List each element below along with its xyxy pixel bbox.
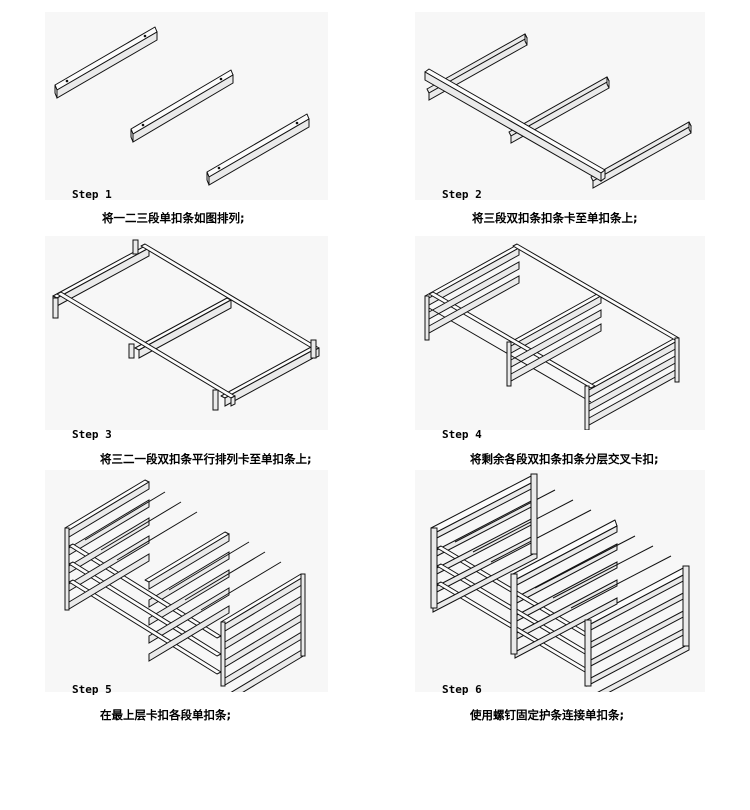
step-6-label: Step 6 <box>442 683 482 696</box>
step-5-caption: 在最上层卡扣各段单扣条; <box>100 708 232 722</box>
step-4-label: Step 4 <box>442 428 482 441</box>
step-5-label: Step 5 <box>72 683 112 696</box>
step-2-caption: 将三段双扣条扣条卡至单扣条上; <box>472 211 638 225</box>
step-2-label: Step 2 <box>442 188 482 201</box>
step-3-label: Step 3 <box>72 428 112 441</box>
finished-frame-with-guard-plates <box>430 473 690 692</box>
step-4-illustration <box>424 243 680 430</box>
step-1-panel <box>45 12 328 200</box>
step-6-panel <box>415 470 705 692</box>
step-5-illustration <box>64 479 306 692</box>
stacked-frame-top-layer <box>64 479 306 692</box>
single-bar-1 <box>54 26 158 99</box>
step-3-panel <box>45 236 328 430</box>
single-bar-2 <box>130 69 234 143</box>
step-1-label: Step 1 <box>72 188 112 201</box>
step-6-illustration <box>430 473 690 692</box>
step-1-caption: 将一二三段单扣条如图排列; <box>102 211 245 225</box>
step-4-panel <box>415 236 705 430</box>
layered-frame <box>424 243 680 430</box>
single-bar <box>590 121 692 189</box>
step-2-illustration <box>424 33 692 189</box>
step-2-panel <box>415 12 705 200</box>
step-3-illustration <box>52 239 320 411</box>
step-6-caption: 使用螺钉固定护条连接单扣条; <box>470 708 625 722</box>
frame-grid <box>52 239 320 411</box>
step-5-panel <box>45 470 328 692</box>
step-1-illustration <box>54 26 310 186</box>
step-3-caption: 将三二一段双扣条平行排列卡至单扣条上; <box>100 452 312 466</box>
step-4-caption: 将剩余各段双扣条扣条分层交叉卡扣; <box>470 452 659 466</box>
double-bar <box>424 68 606 182</box>
single-bar-3 <box>206 113 310 186</box>
